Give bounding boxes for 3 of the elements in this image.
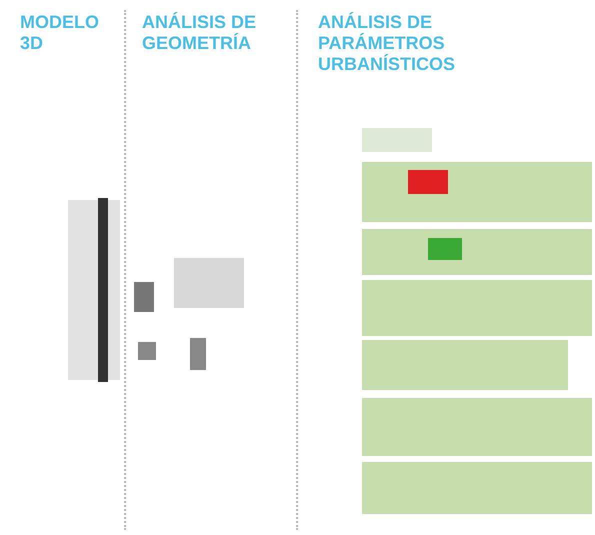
section-heading: ANÁLISIS DE PARÁMETROS URBANÍSTICOS	[318, 12, 456, 75]
section-heading: ANÁLISIS DE GEOMETRÍA	[142, 12, 258, 54]
section-heading: MODELO 3D	[20, 12, 100, 54]
